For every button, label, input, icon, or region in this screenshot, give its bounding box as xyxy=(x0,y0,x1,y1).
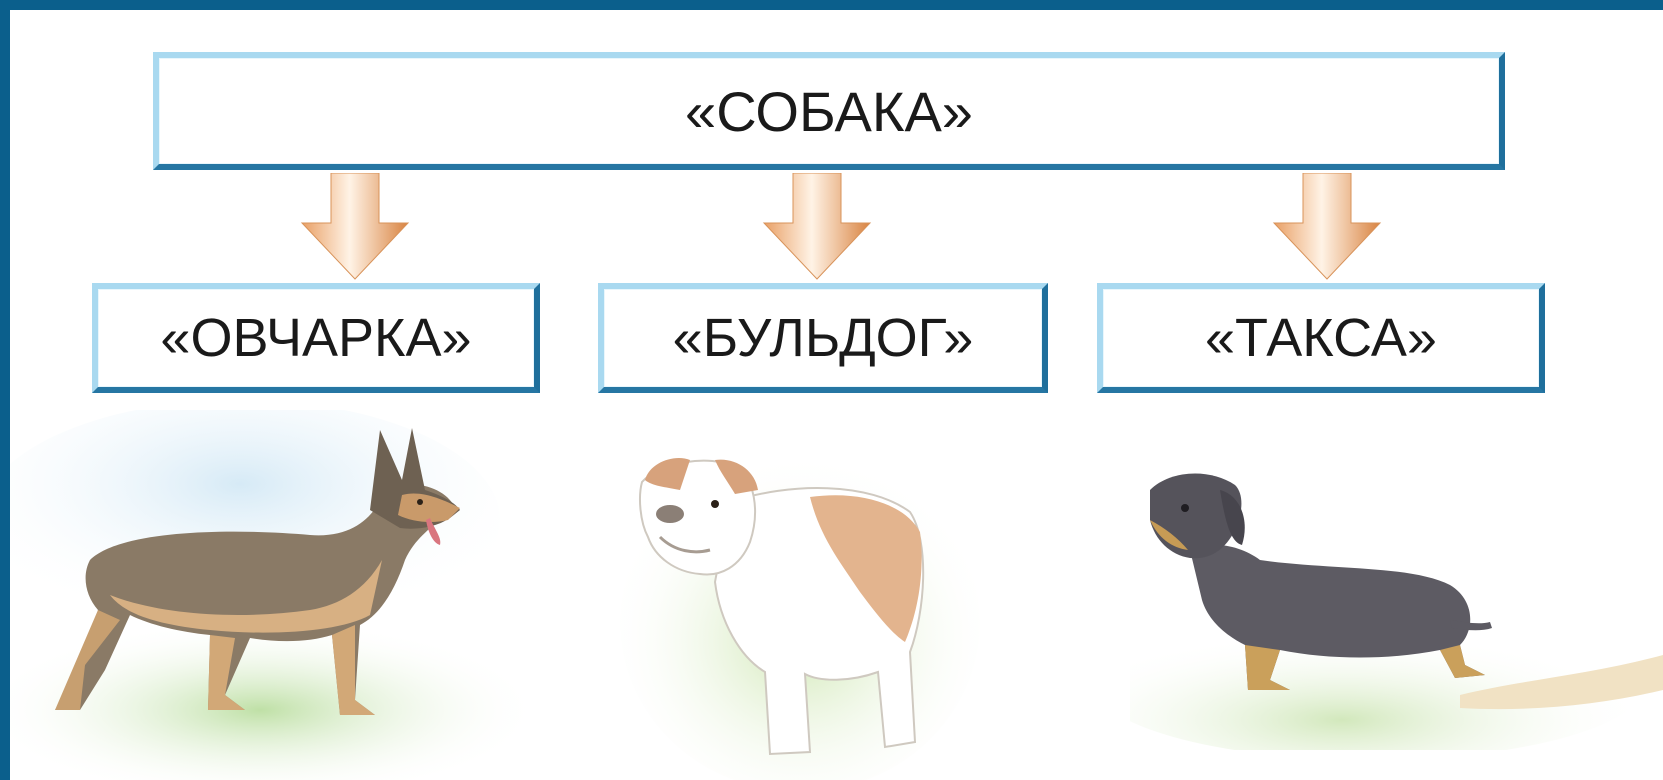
dachshund-illustration xyxy=(1130,473,1663,750)
root-box: «СОБАКА» xyxy=(153,52,1505,170)
down-arrow-icon xyxy=(1272,173,1382,280)
slide: «СОБАКА» «ОВЧАРКА» «БУЛЬДОГ» «ТАКСА» xyxy=(10,10,1663,780)
down-arrow-icon xyxy=(762,173,872,280)
german-shepherd-illustration xyxy=(10,410,530,780)
child-box-dachshund: «ТАКСА» xyxy=(1097,283,1545,393)
child-box-bulldog: «БУЛЬДОГ» xyxy=(598,283,1048,393)
root-label: «СОБАКА» xyxy=(685,79,973,143)
bulldog-illustration xyxy=(620,452,980,780)
child-label: «БУЛЬДОГ» xyxy=(672,308,974,368)
child-label: «ТАКСА» xyxy=(1205,308,1437,368)
child-label: «ОВЧАРКА» xyxy=(160,308,472,368)
child-box-shepherd: «ОВЧАРКА» xyxy=(92,283,540,393)
down-arrow-icon xyxy=(300,173,410,280)
